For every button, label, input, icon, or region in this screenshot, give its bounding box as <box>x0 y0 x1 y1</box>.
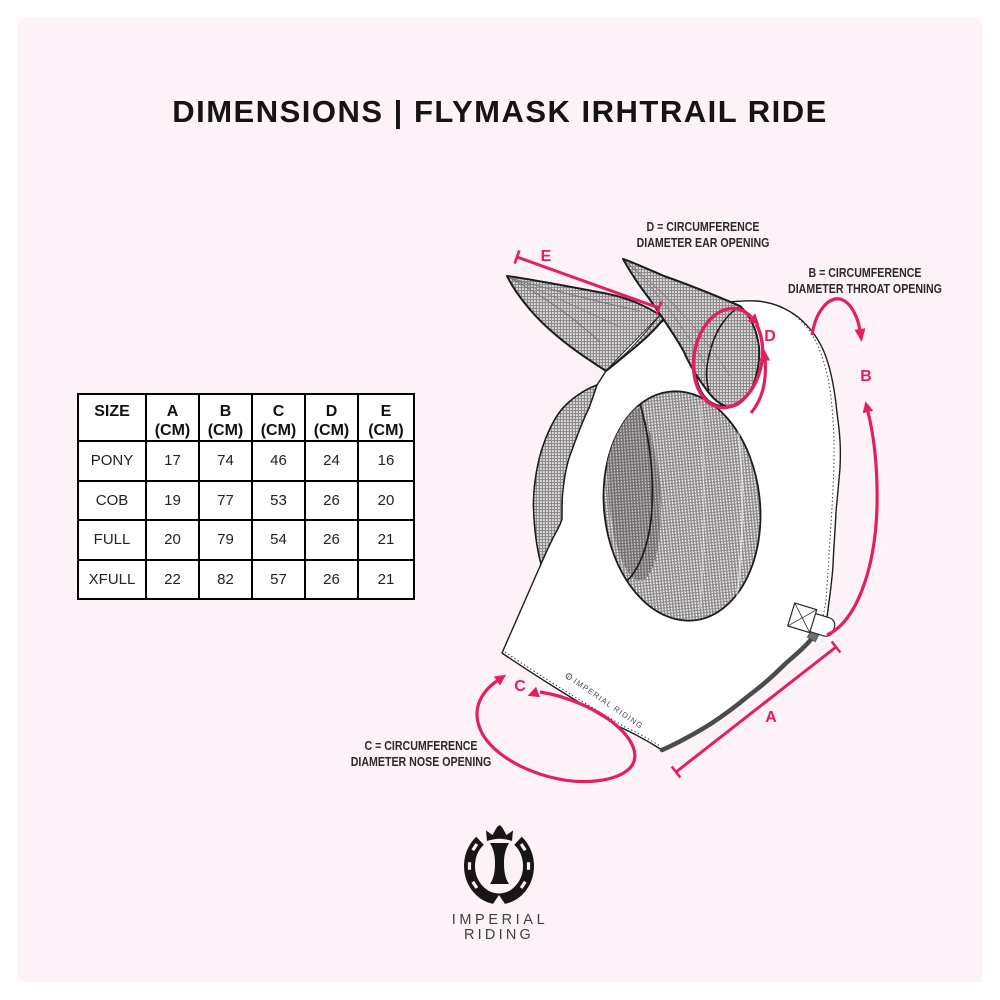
svg-text:IMPERIAL: IMPERIAL <box>452 912 549 928</box>
svg-text:B: B <box>860 368 872 385</box>
svg-text:i: i <box>565 675 570 681</box>
svg-text:A: A <box>765 709 777 726</box>
svg-text:RIDING: RIDING <box>464 927 534 943</box>
svg-text:E: E <box>541 248 552 265</box>
svg-text:D: D <box>764 328 776 345</box>
svg-text:C: C <box>514 678 526 695</box>
